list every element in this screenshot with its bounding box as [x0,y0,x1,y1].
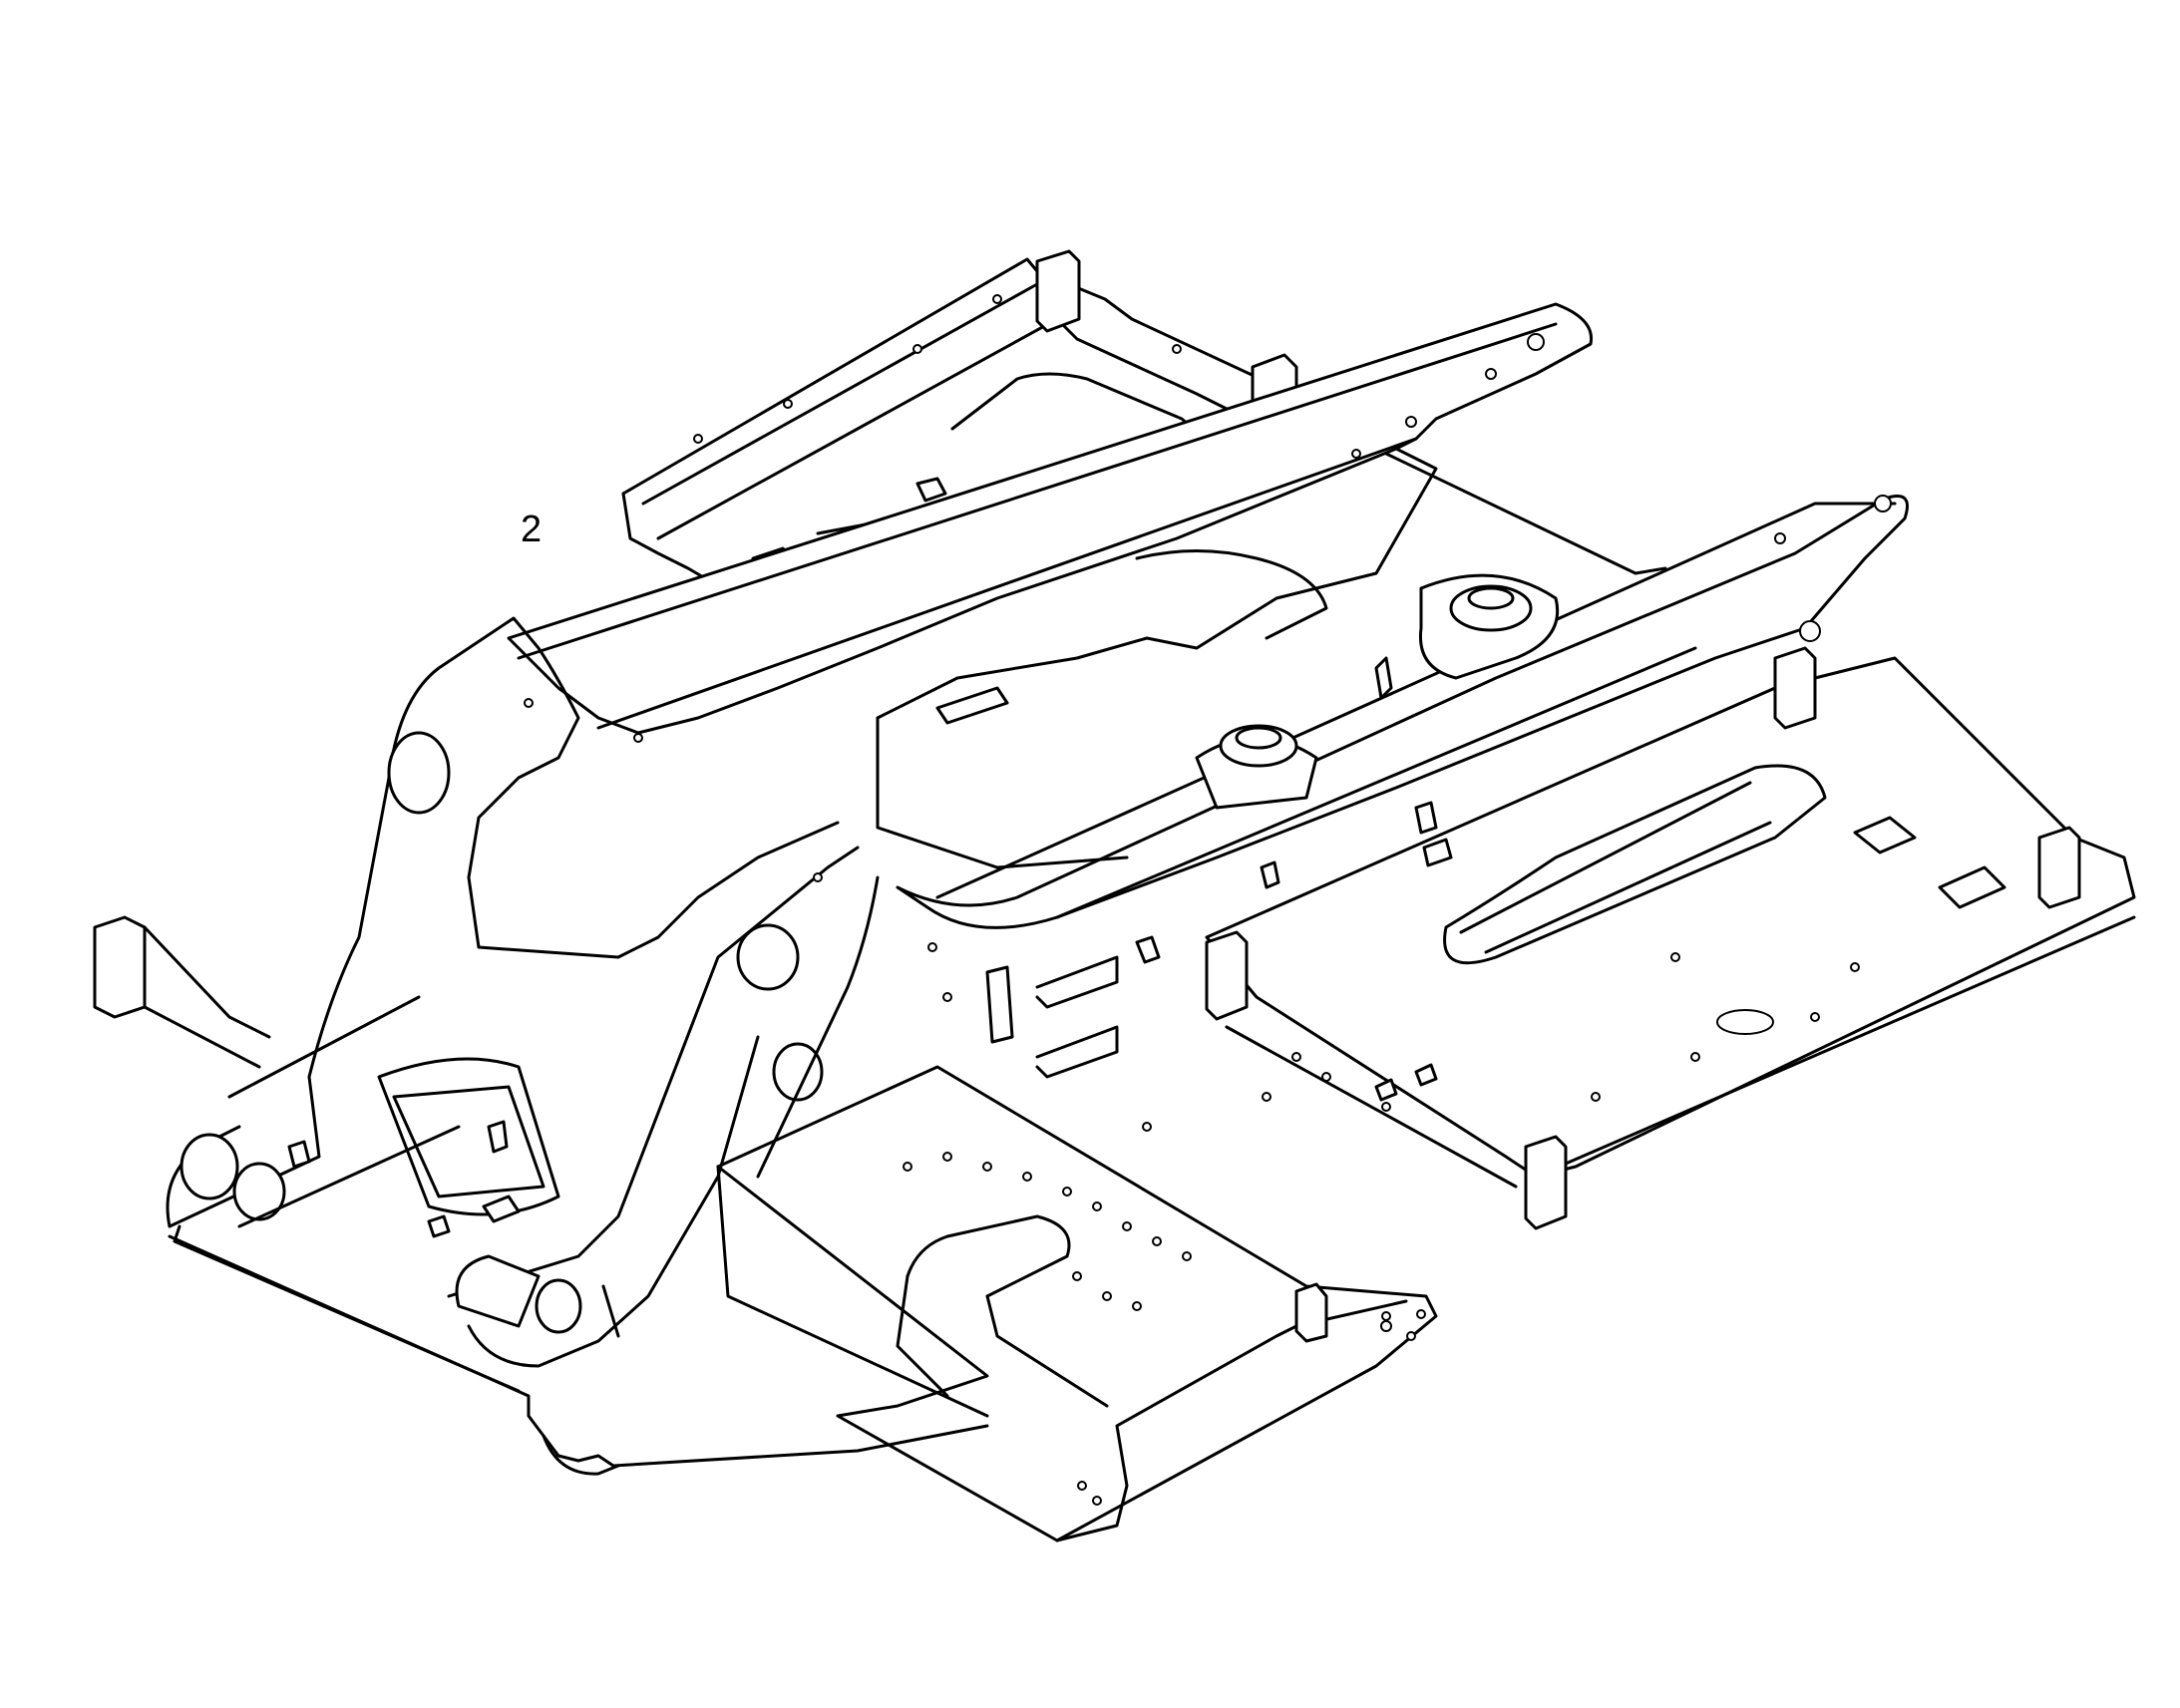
step-tray [716,1065,1438,1542]
small-brackets [287,656,1453,1238]
left-long-beam [507,302,1594,735]
base-plate [168,1224,989,1476]
fastener-holes [524,294,1820,1132]
callout-label: 2 [521,509,543,550]
right-deck-frame [1205,646,2136,1230]
center-block [876,447,1560,869]
front-cab-bracket [447,846,880,1368]
left-side-column [93,616,840,1334]
